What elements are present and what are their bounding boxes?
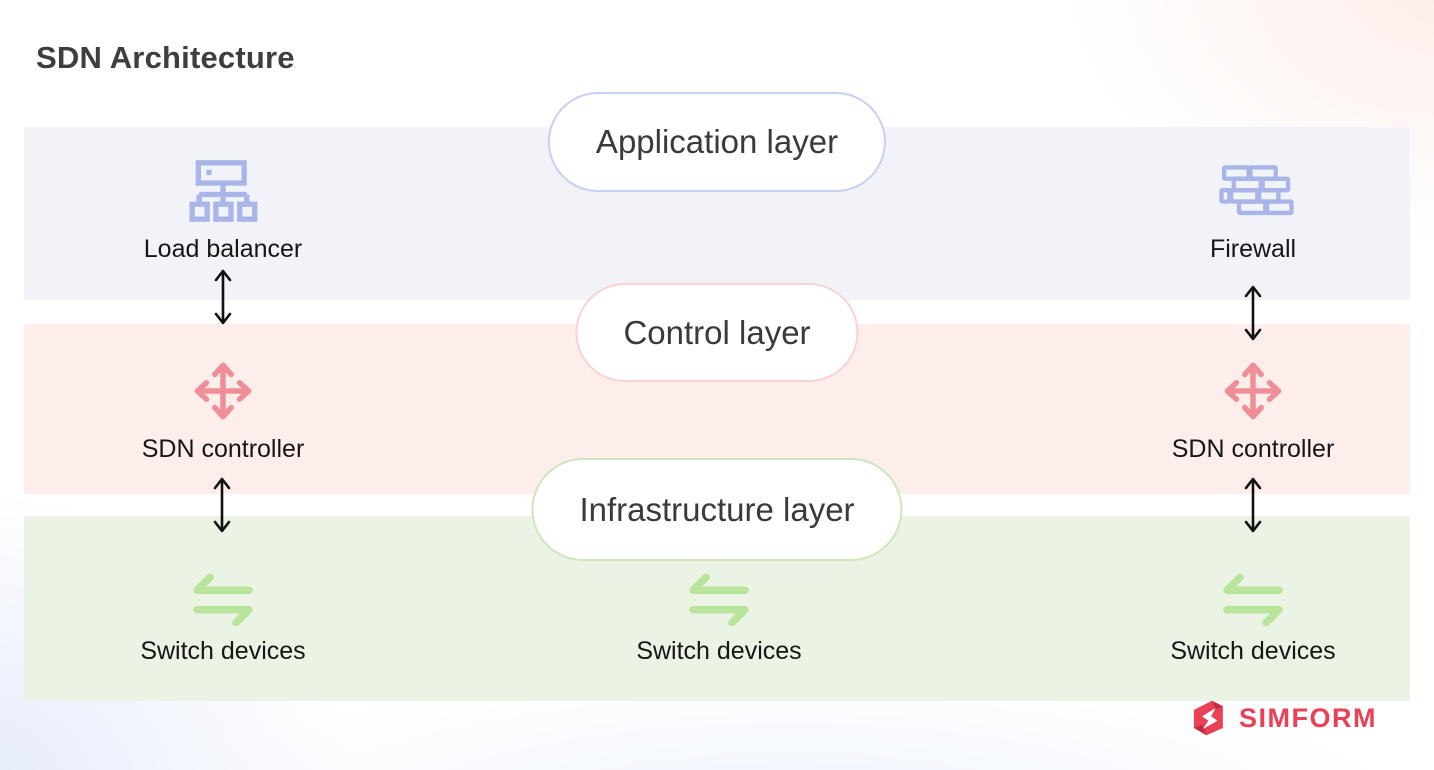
control-layer-label: Control layer — [623, 313, 811, 351]
infrastructure-layer-pill: Infrastructure layer — [531, 458, 903, 561]
double-arrow-sdn-switch-left — [211, 476, 233, 534]
switch-devices-label: Switch devices — [1170, 637, 1336, 665]
simform-logo: SIMFORM — [1192, 699, 1377, 737]
page-title: SDN Architecture — [36, 40, 295, 75]
control-layer-pill: Control layer — [575, 283, 859, 382]
load-balancer-icon — [186, 158, 260, 224]
application-layer-pill: Application layer — [547, 92, 887, 192]
sdn-controller-label: SDN controller — [141, 435, 305, 463]
sdn-controller-node-right: SDN controller — [1143, 358, 1363, 464]
firewall-icon — [1211, 158, 1295, 224]
simform-logo-icon — [1192, 699, 1232, 737]
move-arrows-icon — [1220, 358, 1286, 424]
sdn-controller-label: SDN controller — [1171, 435, 1335, 463]
firewall-label: Firewall — [1209, 235, 1297, 263]
application-layer-label: Application layer — [595, 123, 839, 160]
switch-devices-node-middle: Switch devices — [609, 574, 829, 666]
swap-arrows-icon — [684, 574, 754, 626]
double-arrow-load-balancer-sdn — [212, 268, 234, 326]
switch-devices-label: Switch devices — [140, 637, 306, 665]
switch-devices-node-left: Switch devices — [113, 574, 333, 666]
load-balancer-label: Load balancer — [143, 235, 303, 263]
switch-devices-label: Switch devices — [636, 637, 802, 665]
sdn-controller-node-left: SDN controller — [113, 358, 333, 464]
firewall-node: Firewall — [1143, 158, 1363, 264]
double-arrow-sdn-switch-right — [1242, 476, 1264, 534]
infrastructure-layer-label: Infrastructure layer — [579, 490, 855, 528]
double-arrow-firewall-sdn — [1242, 284, 1264, 342]
swap-arrows-icon — [188, 574, 258, 626]
simform-logo-text: SIMFORM — [1239, 702, 1377, 733]
load-balancer-node: Load balancer — [113, 158, 333, 264]
switch-devices-node-right: Switch devices — [1143, 574, 1363, 666]
move-arrows-icon — [190, 358, 256, 424]
swap-arrows-icon — [1218, 574, 1288, 626]
